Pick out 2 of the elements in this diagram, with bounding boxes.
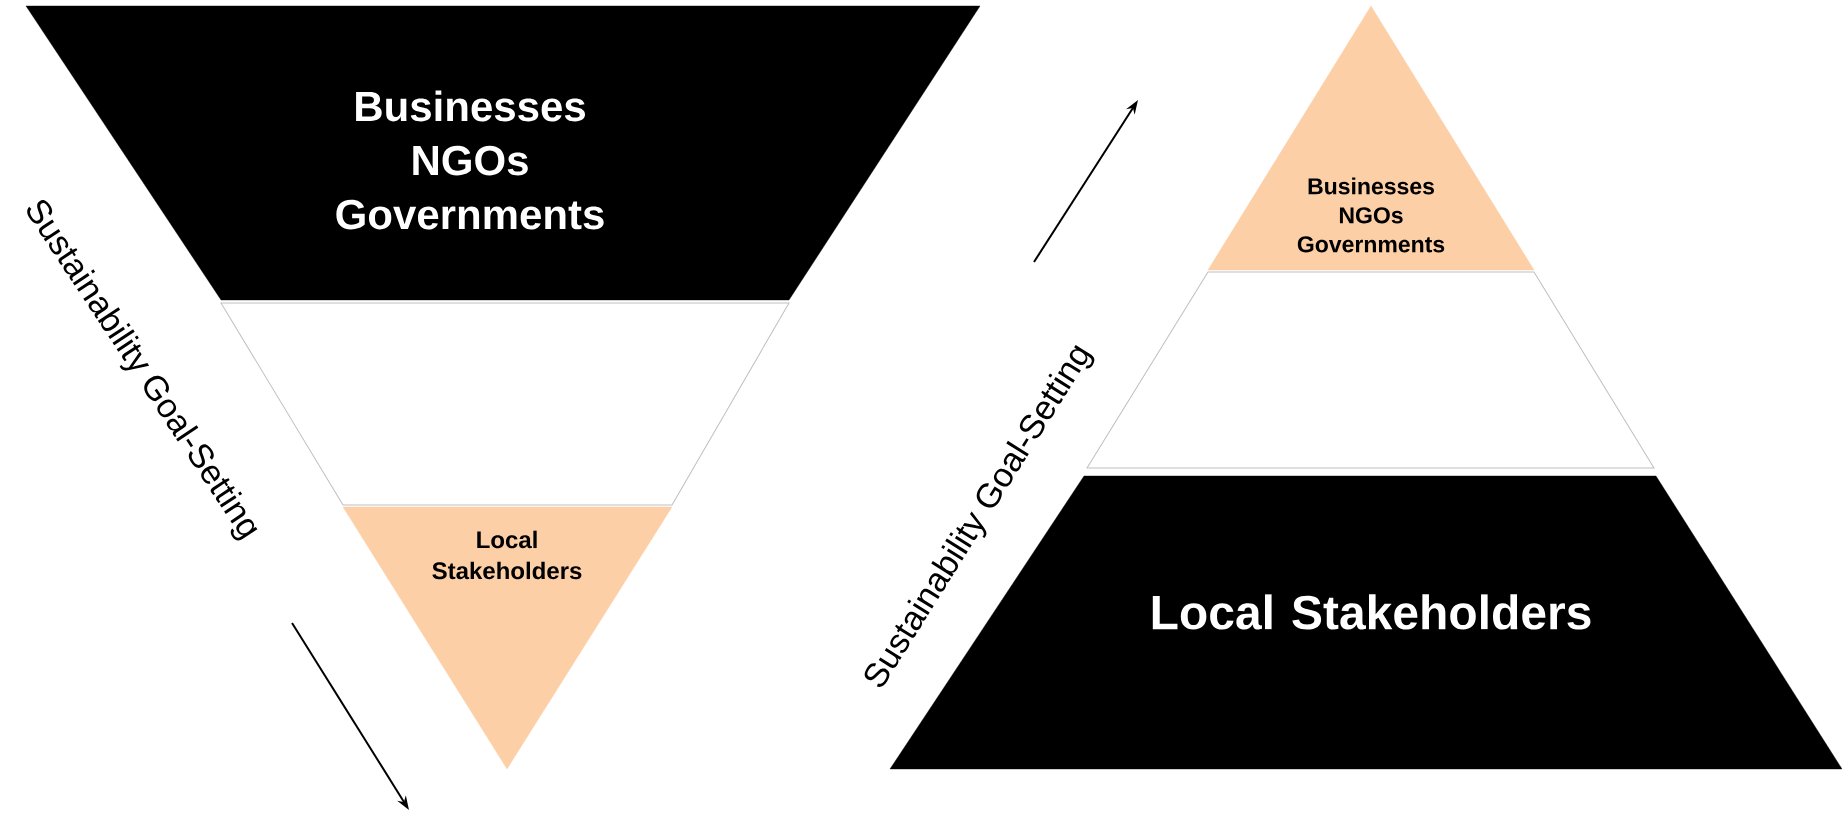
triangle: Businesses NGOs Governments xyxy=(1207,5,1535,271)
triangle: Local Stakeholders xyxy=(342,506,673,770)
